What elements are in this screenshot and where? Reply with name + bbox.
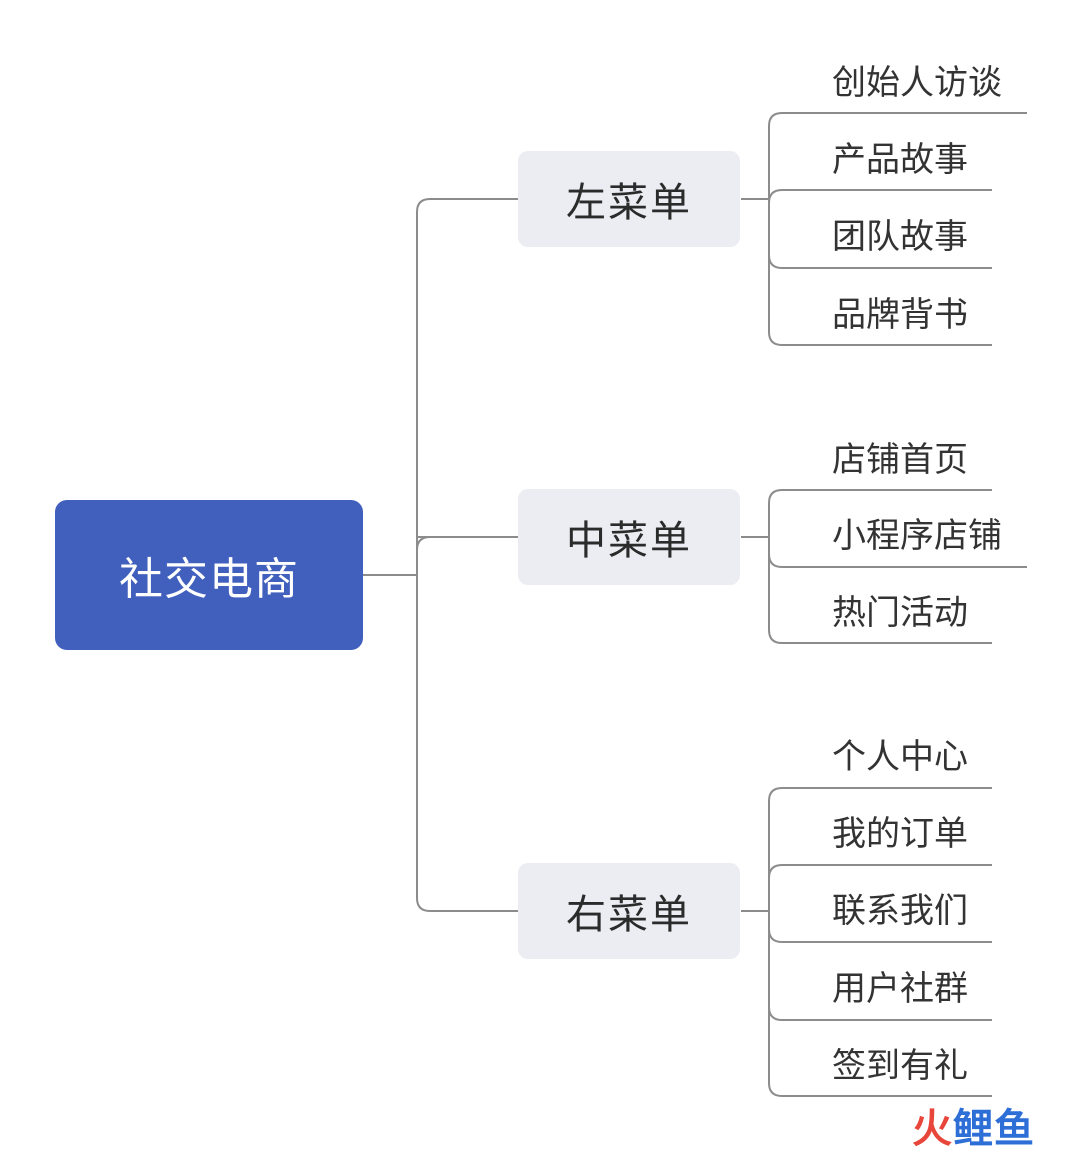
leaf-item: 团队故事 xyxy=(832,217,968,257)
right-leaf-underline-2 xyxy=(768,864,992,879)
branch-middle-menu: 中菜单 xyxy=(518,489,740,585)
branch-label: 中菜单 xyxy=(566,518,692,564)
right-leaf-bracket xyxy=(768,787,783,1097)
branch-right-menu: 右菜单 xyxy=(518,863,740,959)
watermark-part-2: 鲤鱼 xyxy=(953,1106,1035,1152)
leaf-item: 联系我们 xyxy=(832,891,968,931)
left-leaf-bracket xyxy=(768,112,783,346)
branch-label: 右菜单 xyxy=(566,892,692,938)
right-leaf-underline-3 xyxy=(768,928,992,943)
branch-left-menu: 左菜单 xyxy=(518,151,740,247)
watermark-part-1: 火 xyxy=(912,1106,953,1152)
leaf-item: 创始人访谈 xyxy=(832,63,1002,103)
middle-leaf-bracket xyxy=(768,489,783,644)
trunk-line xyxy=(416,198,431,912)
left-leaf-underline-2 xyxy=(768,189,992,204)
leaf-item: 热门活动 xyxy=(832,593,968,633)
leaf-item: 签到有礼 xyxy=(832,1046,968,1086)
leaf-item: 我的订单 xyxy=(832,814,968,854)
leaf-item: 用户社群 xyxy=(832,969,968,1009)
leaf-item: 个人中心 xyxy=(832,737,968,777)
middle-leaf-underline-2 xyxy=(768,553,1027,568)
watermark-logo: 火鲤鱼 xyxy=(912,1106,1035,1152)
branch-label: 左菜单 xyxy=(566,180,692,226)
root-node: 社交电商 xyxy=(55,500,363,650)
left-leaf-underline-3 xyxy=(768,254,992,269)
branch-connector-middle xyxy=(416,536,518,551)
leaf-item: 品牌背书 xyxy=(832,295,968,335)
leaf-item: 小程序店铺 xyxy=(832,516,1002,556)
right-leaf-underline-4 xyxy=(768,1006,992,1021)
root-label: 社交电商 xyxy=(119,554,299,605)
leaf-item: 店铺首页 xyxy=(832,440,968,480)
leaf-item: 产品故事 xyxy=(832,140,968,180)
